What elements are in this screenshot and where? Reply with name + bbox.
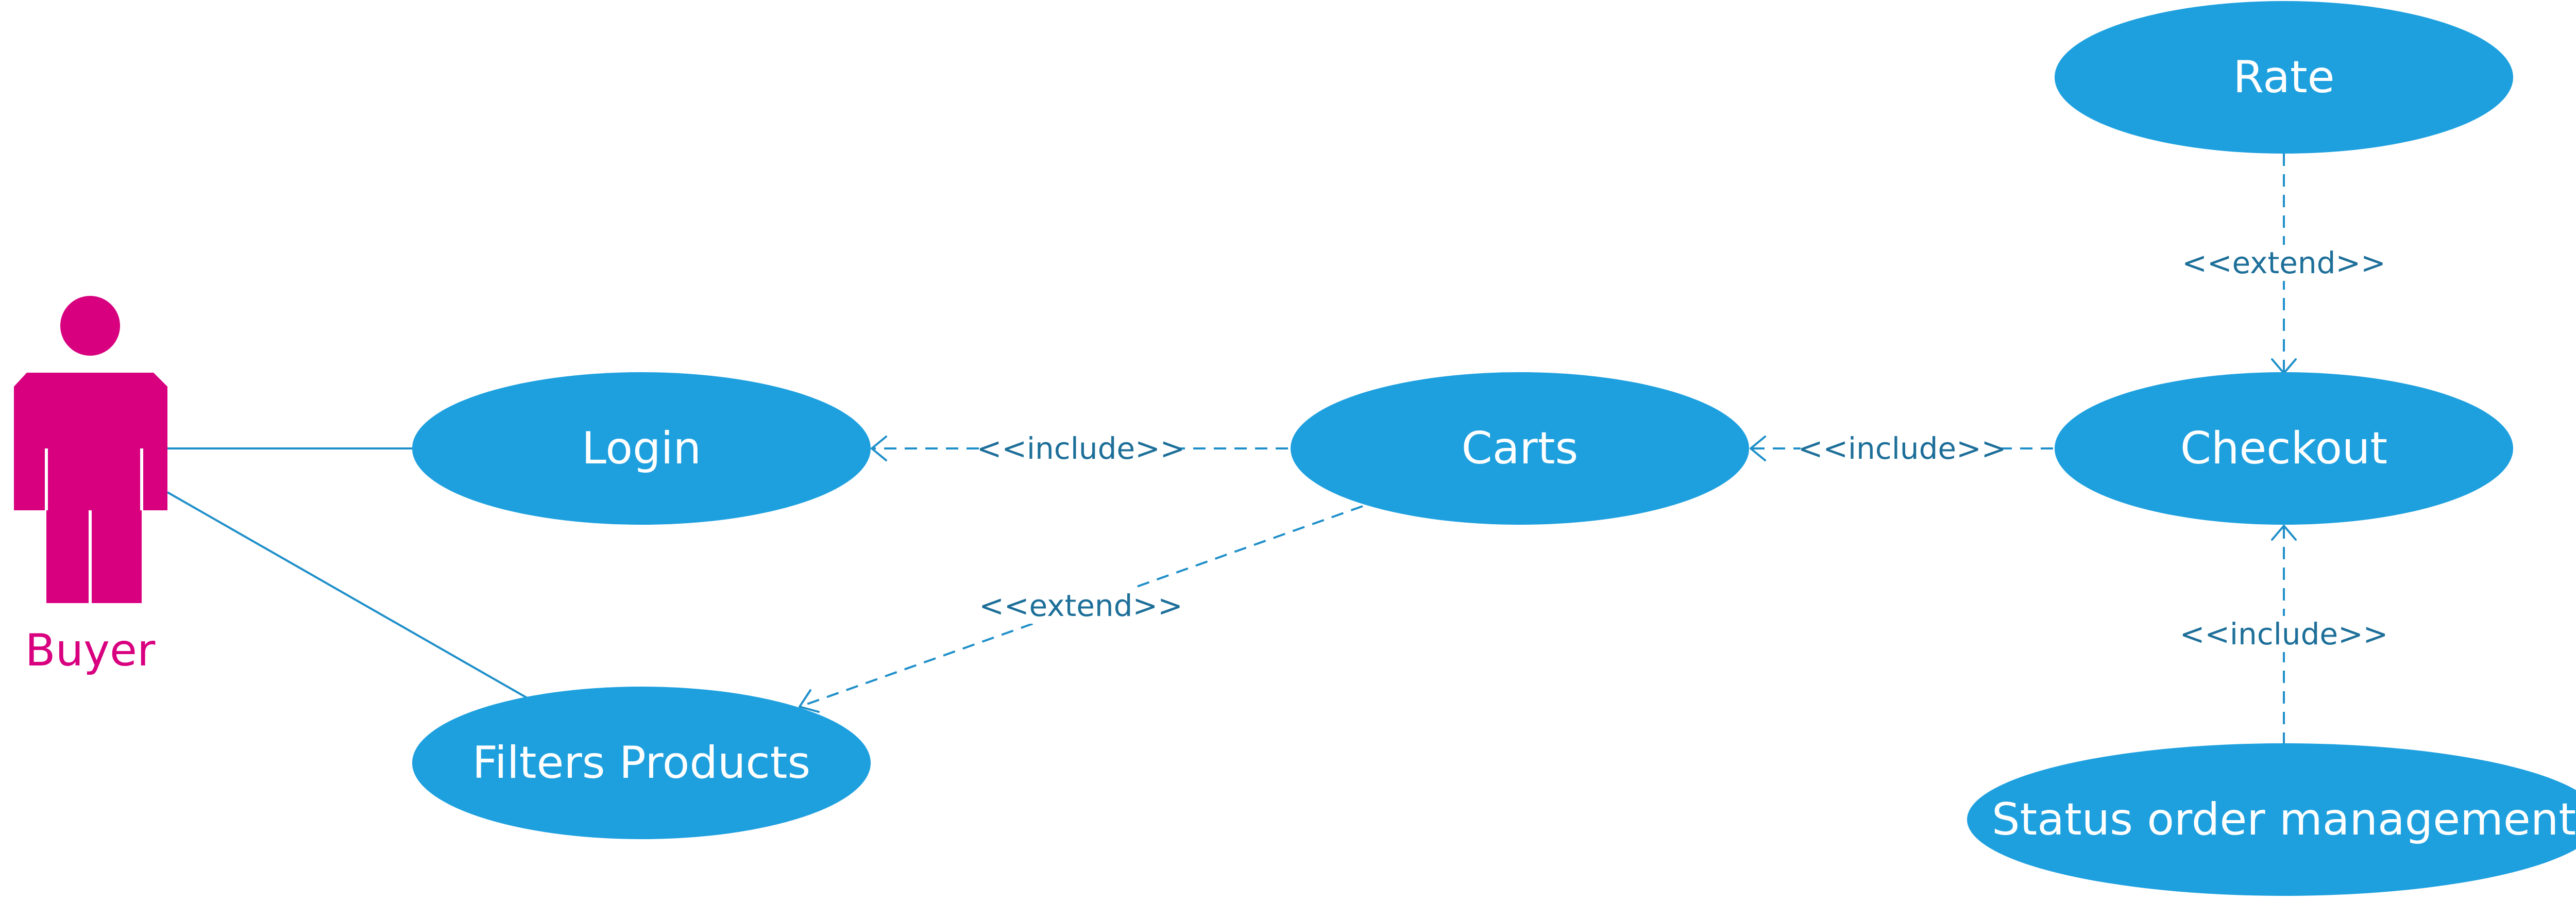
arrowhead-carts [1750,436,1766,461]
label-bg-rate-checkout [2186,245,2382,281]
label-bg-carts-filters [984,588,1175,624]
use-case-carts: Carts [1291,372,1749,525]
stereotype-status-checkout: <<include>> [2180,616,2388,652]
actor-head [60,296,120,356]
use-case-login-shape [412,372,871,525]
actor-buyer: Buyer [14,296,167,676]
use-case-status-label: Status order management [1992,794,2576,845]
arrowhead-checkout-bottom [2271,525,2297,541]
use-case-checkout-label: Checkout [2180,423,2387,474]
use-case-rate-label: Rate [2233,52,2334,103]
association-buyer-filters [167,491,529,699]
label-bg-status-checkout [2183,616,2384,652]
stereotype-carts-filters: <<extend>> [979,588,1182,623]
use-case-rate-shape [2055,1,2513,154]
actor-label: Buyer [25,625,156,676]
use-case-checkout: Checkout [2055,372,2513,525]
arrowhead-login [871,436,887,461]
use-case-status-order-management: Status order management [1967,743,2576,896]
use-case-login-label: Login [582,423,701,474]
use-case-rate: Rate [2055,1,2513,154]
use-case-filters-products: Filters Products [412,687,871,839]
use-case-carts-label: Carts [1462,423,1579,474]
label-bg-checkout-carts [1801,430,2002,466]
use-case-status-shape [1967,743,2576,896]
actor-body [14,373,167,603]
stereotype-rate-checkout: <<extend>> [2182,245,2385,280]
stereotype-carts-login: <<include>> [977,431,1185,466]
use-case-filters-label: Filters Products [472,737,810,789]
use-case-carts-shape [1291,372,1749,525]
use-case-filters-shape [412,687,871,839]
label-bg-carts-login [979,430,1180,466]
stereotype-checkout-carts: <<include>> [1798,431,2007,466]
arrowhead-filters [799,689,820,713]
use-case-login: Login [412,372,871,525]
use-case-checkout-shape [2055,372,2513,525]
